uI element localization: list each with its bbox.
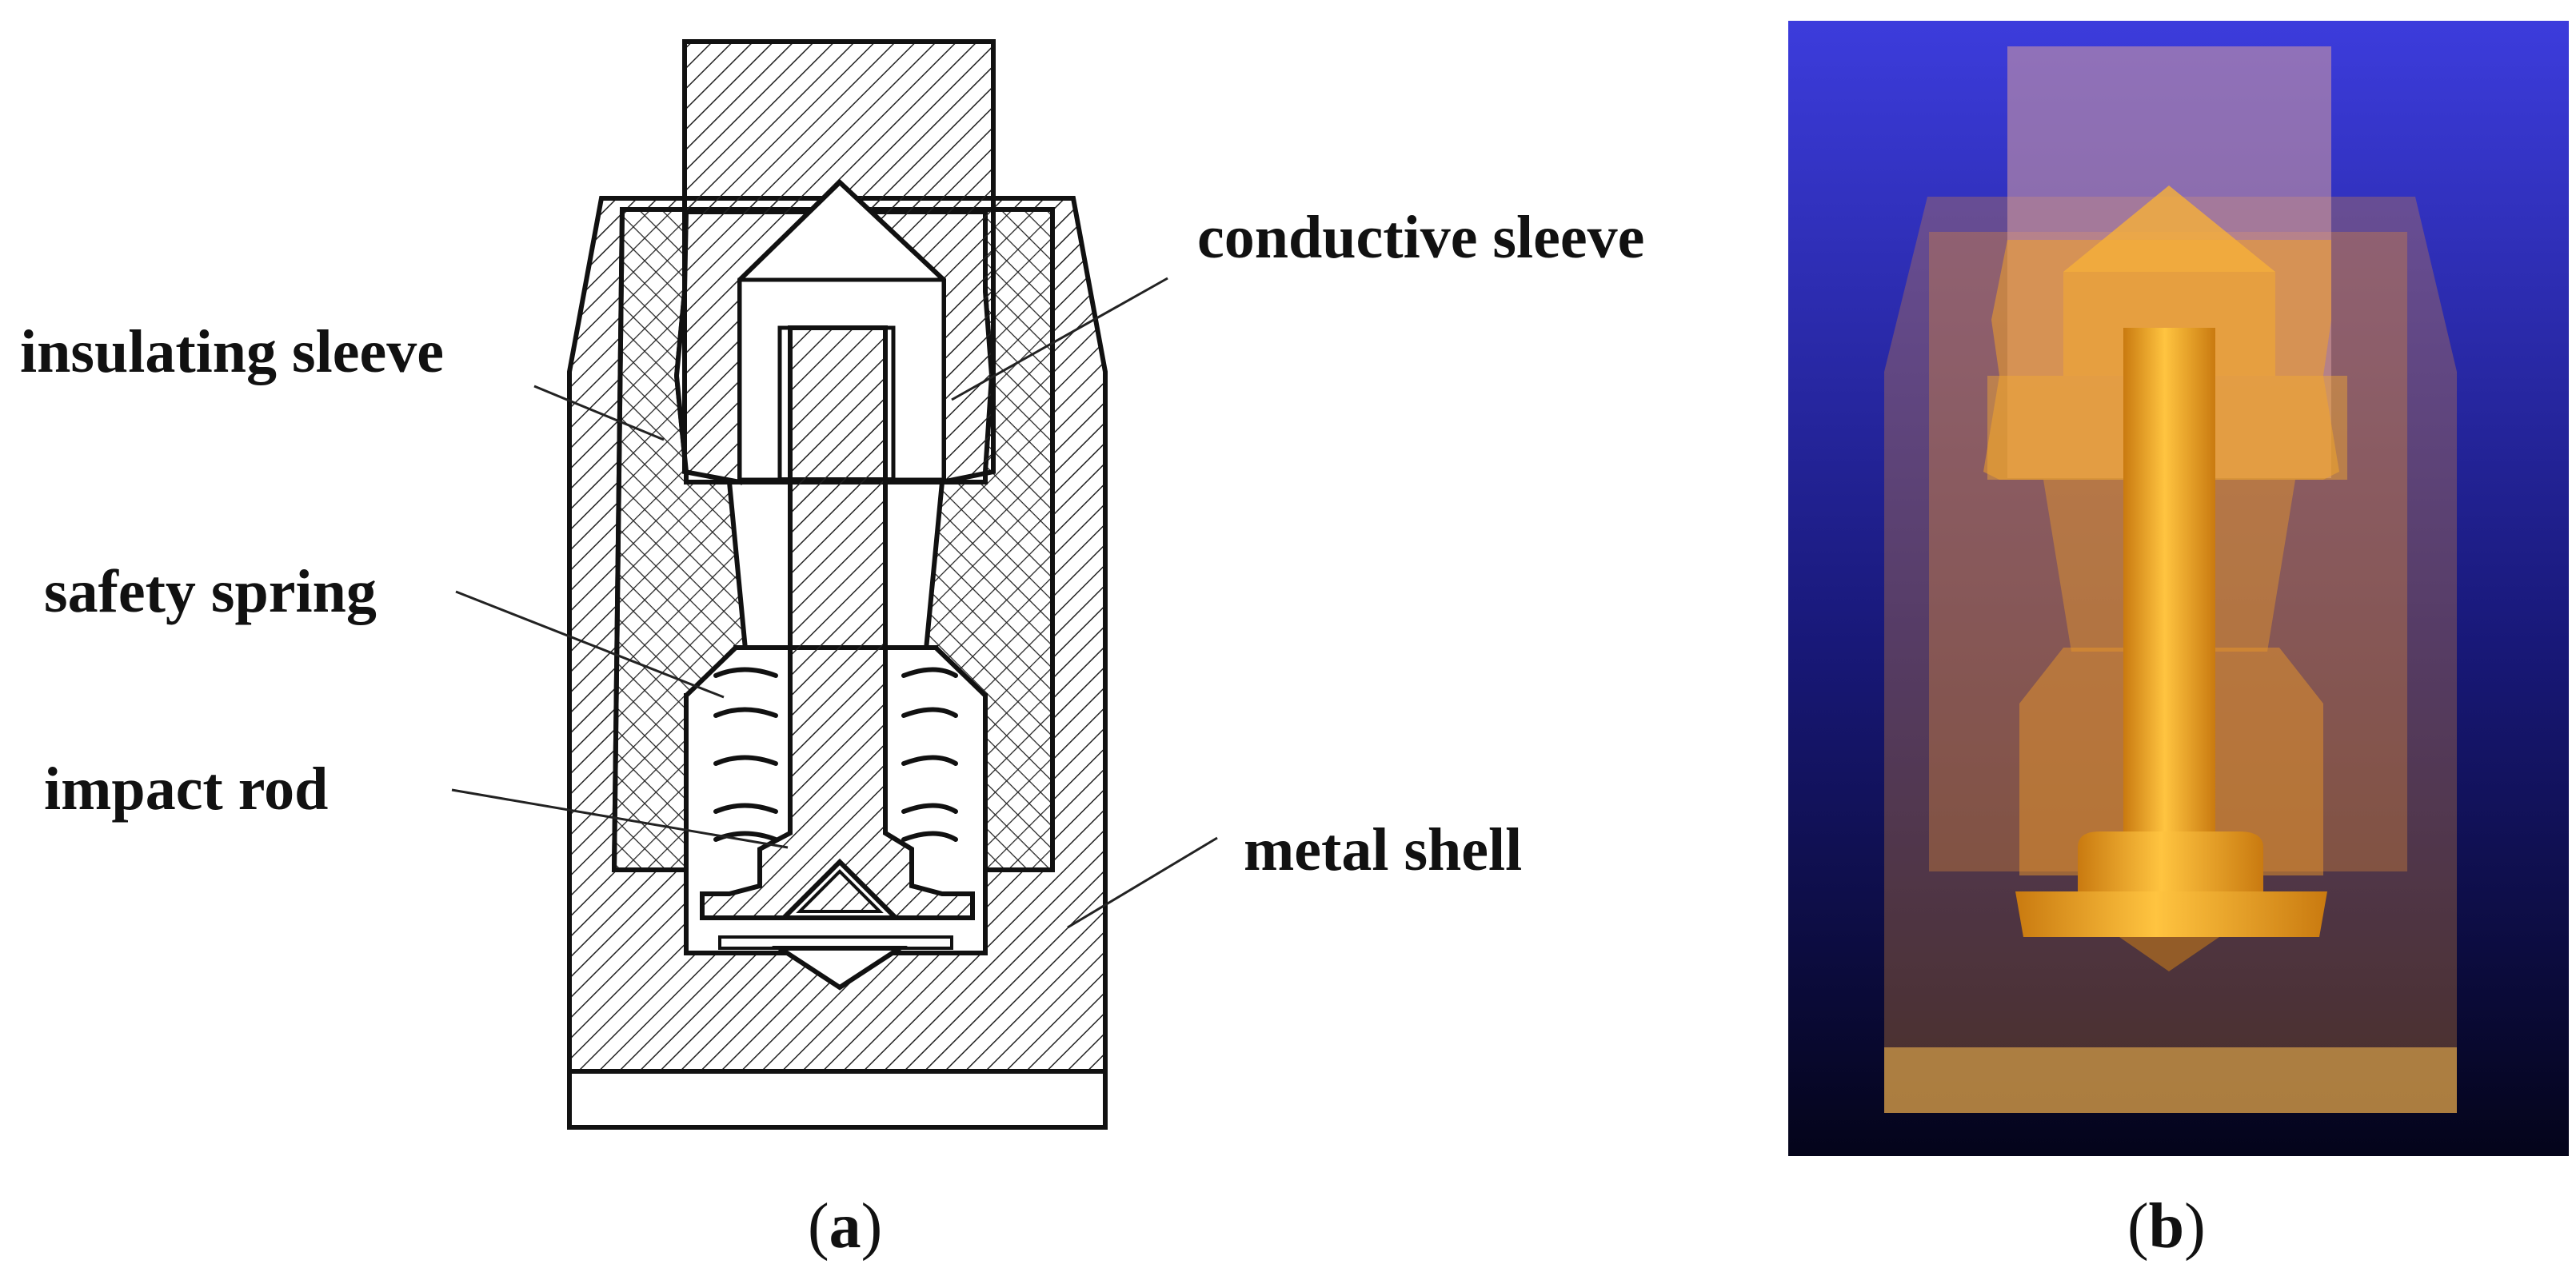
render-impact-rod	[2123, 328, 2215, 839]
leader-impact-rod	[451, 788, 789, 849]
label-impact-rod: impact rod	[44, 756, 328, 823]
render-bottom-plate	[2015, 891, 2327, 937]
caption-a-letter: a	[829, 1191, 861, 1262]
cross-section-drawing	[567, 39, 1108, 1130]
leader-insulating-sleeve	[533, 385, 665, 441]
rod-tip-cone-inner	[796, 869, 884, 913]
caption-a: (a)	[808, 1191, 882, 1262]
label-metal-shell: metal shell	[1244, 816, 1522, 883]
leader-lines	[451, 277, 1218, 929]
bottom-point	[771, 946, 909, 991]
render-bottom-point	[2119, 937, 2219, 971]
label-insulating-sleeve: insulating sleeve	[20, 318, 444, 385]
safety-spring-coils	[713, 667, 958, 842]
pin-inner-frame	[737, 277, 946, 482]
render-panel	[1788, 21, 2569, 1156]
caption-b-letter: b	[2149, 1191, 2185, 1262]
leader-conductive-sleeve	[951, 277, 1168, 401]
render-base-ring	[1884, 1047, 2457, 1113]
caption-b: (b)	[2127, 1191, 2206, 1262]
impact-rod	[700, 325, 975, 920]
leader-metal-shell	[1067, 836, 1218, 929]
render-cone	[2063, 185, 2275, 272]
base-ring	[567, 1069, 1108, 1130]
label-safety-spring: safety spring	[44, 558, 377, 625]
leader-safety-spring	[455, 590, 725, 699]
label-conductive-sleeve: conductive sleeve	[1197, 204, 1644, 271]
render-rod-foot	[2078, 831, 2263, 891]
